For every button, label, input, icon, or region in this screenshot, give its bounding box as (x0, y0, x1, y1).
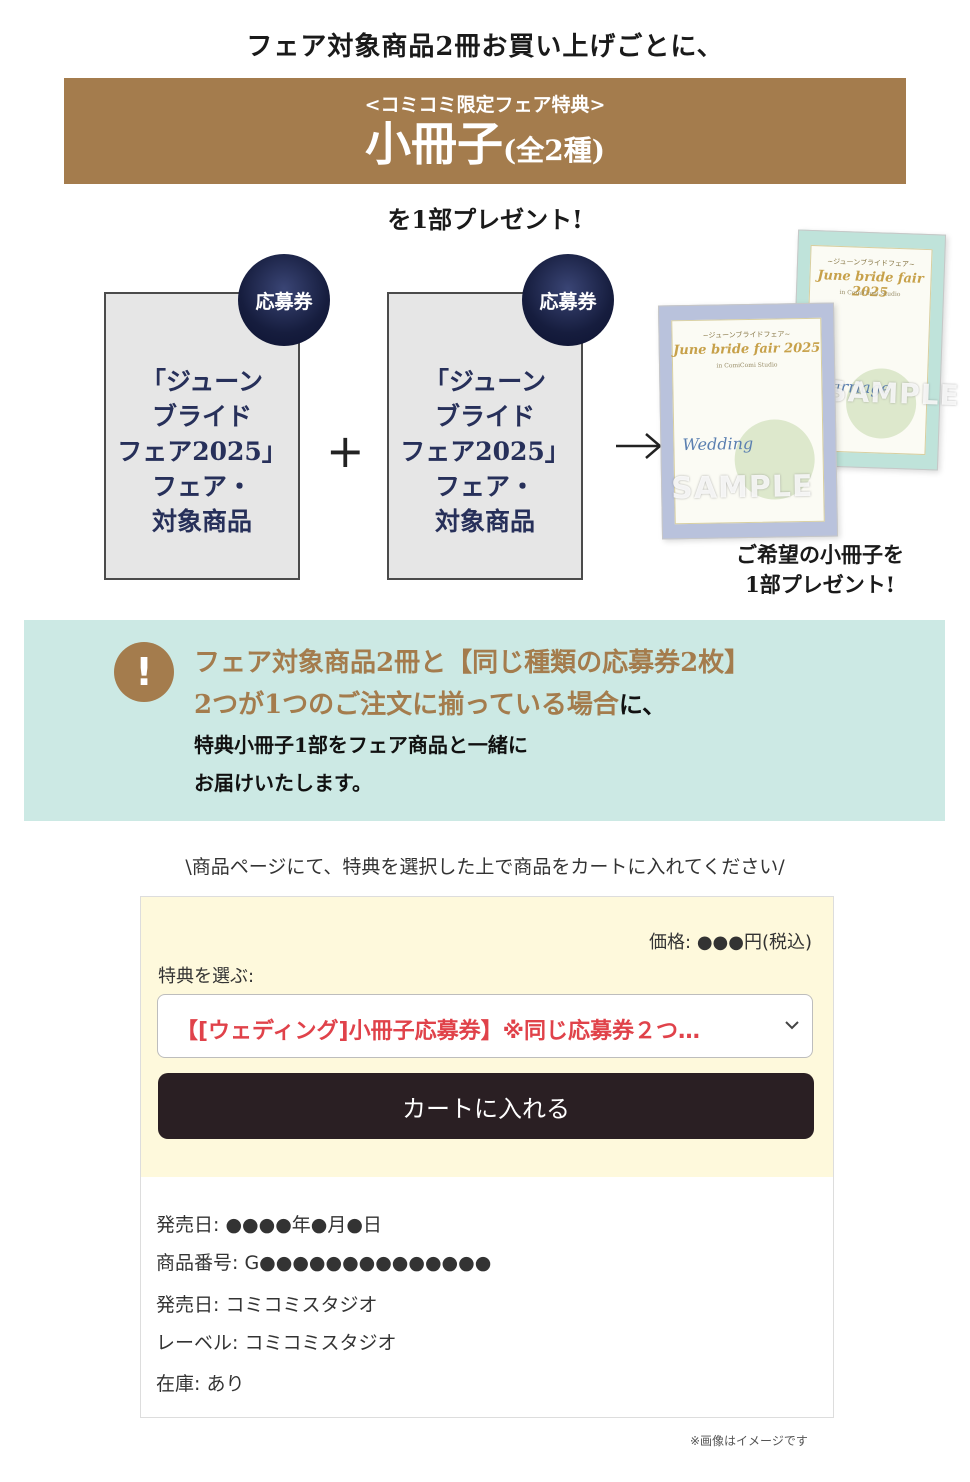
disclaimer: ※画像はイメージです (690, 1434, 808, 1448)
intro-text: フェア対象商品2冊お買い上げごとに、 (246, 32, 724, 62)
ticket-line: フェア2025」 (117, 437, 287, 466)
ticket-line: ブライド (151, 402, 252, 431)
info-label: レーベル: (156, 1332, 239, 1354)
banner-title-main: 小冊子 (365, 117, 503, 171)
info-release-date: 発売日: ●●●●年●月●日 (156, 1210, 382, 1237)
price-value: ●●●円(税込) (696, 932, 812, 953)
booklet-script-title: Wedding (682, 433, 754, 455)
ticket-line: 「ジューン (140, 367, 263, 396)
info-value: コミコミスタジオ (225, 1294, 378, 1316)
select-label: 特典を選ぶ: (158, 966, 255, 987)
info-label-brand: レーベル: コミコミスタジオ (156, 1328, 396, 1355)
booklet-series: ~ジューンブライドフェア~ (702, 330, 791, 340)
benefit-select[interactable]: 【[ウェディング]小冊子応募券】※同じ応募券２つ… (157, 994, 813, 1058)
booklet-studio: in ComiComi Studio (716, 361, 778, 370)
notice-line-4: お届けいたします。 (194, 771, 372, 795)
ticket-line: 対象商品 (151, 507, 252, 536)
info-value: コミコミスタジオ (244, 1332, 397, 1354)
notice-text: フェア対象商品2冊と【同じ種類の応募券2枚】 2つが1つのご注文に揃っている場合… (194, 642, 914, 802)
ticket-line: ブライド (434, 402, 535, 431)
info-label: 発売日: (156, 1294, 220, 1316)
ticket-line: 対象商品 (434, 507, 535, 536)
add-to-cart-button[interactable]: カートに入れる (158, 1073, 814, 1139)
info-value: G●●●●●●●●●●●●●● (244, 1252, 492, 1274)
ticket-badge-2: 応募券 (522, 254, 614, 346)
sample-watermark: SAMPLE (670, 468, 814, 507)
plus-sign: + (326, 424, 365, 478)
info-stock: 在庫: あり (156, 1369, 244, 1396)
notice-panel (24, 620, 945, 821)
price: 価格: ●●●円(税込) (160, 928, 812, 954)
chevron-down-icon (785, 1021, 799, 1030)
ticket-text-1: 「ジューン ブライド フェア2025」 フェア・ 対象商品 (106, 364, 298, 539)
booklet-image-wedding: ~ジューンブライドフェア~ June bride fair 2025 in Co… (657, 302, 839, 540)
select-value: 【[ウェディング]小冊子応募券】※同じ応募券２つ… (176, 1019, 700, 1044)
arrow-right-icon (616, 433, 662, 459)
info-label: 発売日: (156, 1214, 220, 1236)
notice-line-2: 2つが1つのご注文に揃っている場合に、 (194, 684, 914, 726)
booklet-cover: ~ジューンブライドフェア~ June bride fair 2025 in Co… (670, 317, 825, 525)
caption-line: ご希望の小冊子を (736, 542, 904, 567)
banner-title-count: (全2種) (503, 134, 605, 167)
exclamation-icon: ! (114, 642, 174, 702)
notice-line-3: 特典小冊子1部をフェア商品と一緒に (194, 733, 528, 757)
ticket-line: フェア・ (434, 472, 535, 501)
caption-line: 1部プレゼント! (745, 572, 895, 597)
booklet-caption: ご希望の小冊子を 1部プレゼント! (700, 540, 940, 600)
benefit-banner: <コミコミ限定フェア特典> 小冊子(全2種) (64, 78, 906, 184)
notice-line-2-gold: 2つが1つのご注文に揃っている場合 (194, 690, 619, 720)
notice-line-2-black: に、 (618, 690, 667, 719)
notice-line-1: フェア対象商品2冊と【同じ種類の応募券2枚】 (194, 648, 751, 678)
present-text: を1部プレゼント! (387, 205, 583, 234)
ticket-line: フェア・ (151, 472, 252, 501)
info-value: あり (206, 1373, 245, 1395)
info-label: 在庫: (156, 1373, 201, 1395)
ticket-text-2: 「ジューン ブライド フェア2025」 フェア・ 対象商品 (389, 364, 581, 539)
instruction-text: \商品ページにて、特典を選択した上で商品をカートに入れてください/ (185, 856, 785, 878)
sample-watermark: SAMPLE (825, 374, 961, 413)
banner-subtitle: <コミコミ限定フェア特典> (364, 94, 606, 116)
ticket-line: フェア2025」 (400, 437, 570, 466)
banner-title: 小冊子(全2種) (64, 116, 906, 179)
info-publisher: 発売日: コミコミスタジオ (156, 1290, 377, 1317)
ticket-line: 「ジューン (423, 367, 546, 396)
ticket-badge-1: 応募券 (238, 254, 330, 346)
info-label: 商品番号: (156, 1252, 239, 1274)
info-product-number: 商品番号: G●●●●●●●●●●●●●● (156, 1248, 491, 1275)
price-label: 価格: (649, 932, 692, 953)
booklet-title: June bride fair 2025 (673, 340, 821, 359)
info-value: ●●●●年●月●日 (225, 1214, 382, 1236)
